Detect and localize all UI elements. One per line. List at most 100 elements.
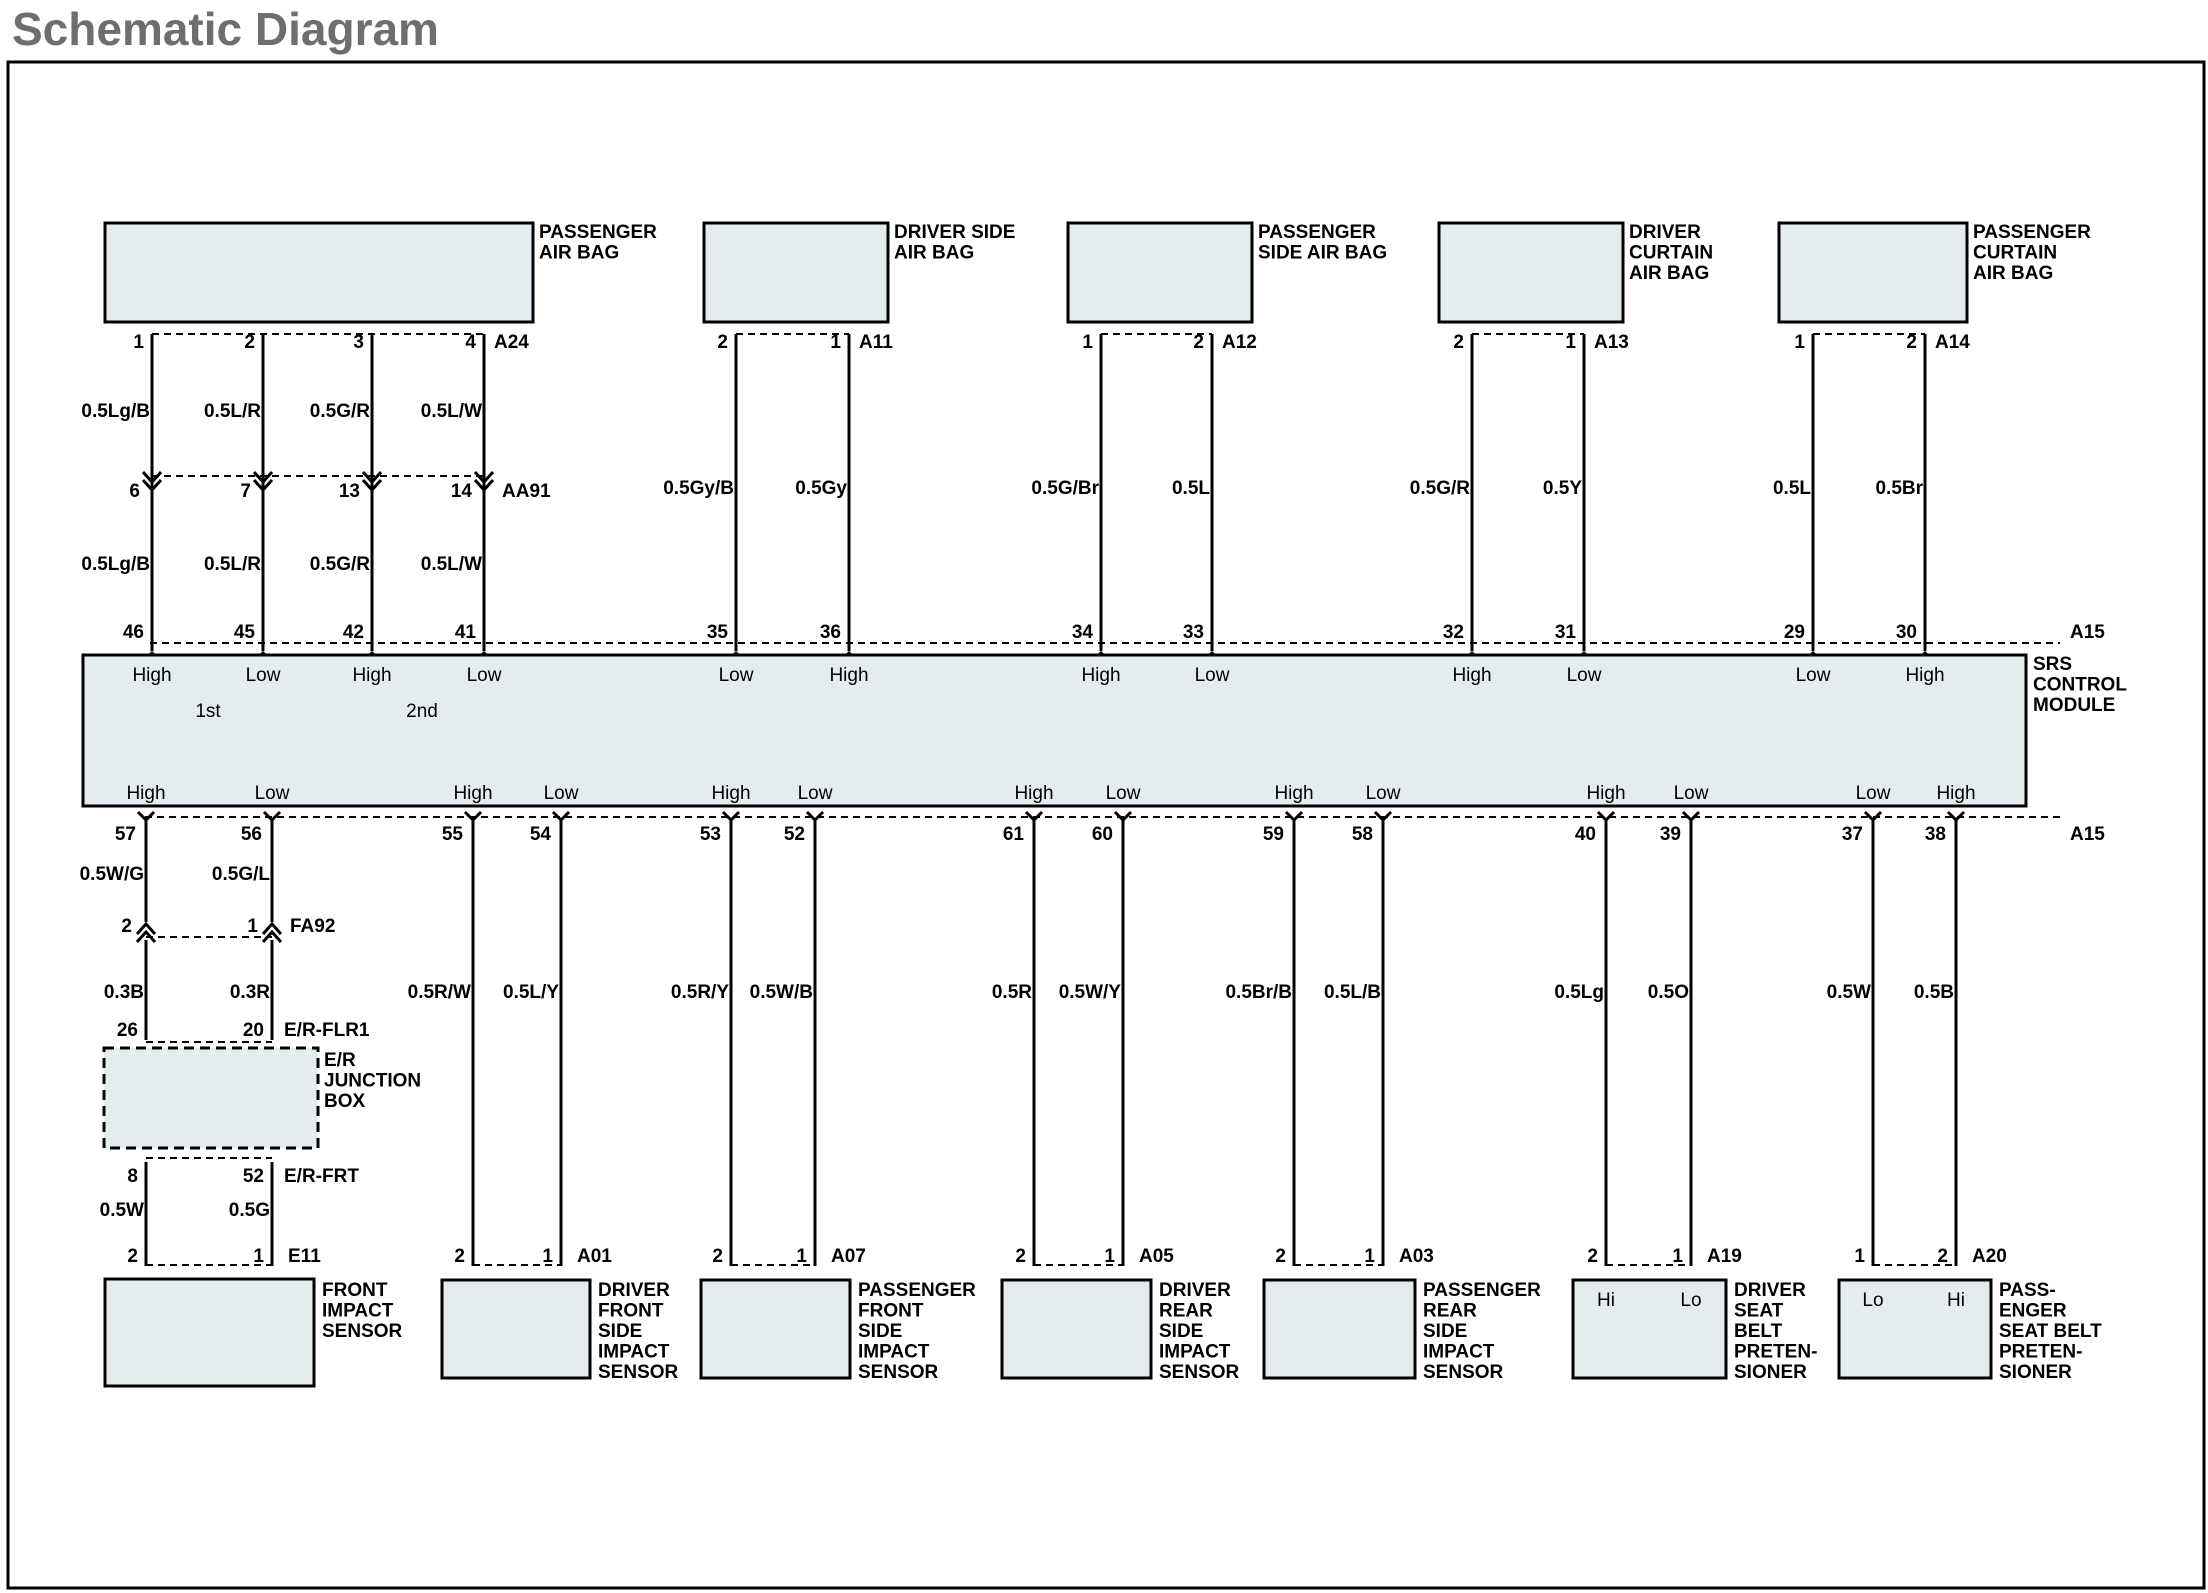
- pin-arrow: [551, 810, 571, 823]
- top-component-name: SIDE AIR BAG: [1258, 243, 1387, 264]
- srs-module-name: CONTROL: [2033, 675, 2127, 696]
- module-pin-number: 32: [1443, 622, 1464, 643]
- wire-color-label: 0.5G/Br: [1031, 478, 1099, 499]
- bottom-component-name: ENGER: [1999, 1301, 2067, 1322]
- module-pin-number: 40: [1575, 824, 1596, 845]
- bottom-component-name: SIDE: [1159, 1321, 1203, 1342]
- bottom-component-name: SIONER: [1999, 1362, 2072, 1383]
- inline-connector-chevron: [361, 478, 383, 493]
- module-pin-number: 30: [1896, 622, 1917, 643]
- connector-pin-number: 1: [1854, 1246, 1865, 1267]
- connector-pin-number: 1: [1565, 332, 1576, 353]
- wire-color-label: 0.5W/Y: [1059, 982, 1122, 1003]
- module-pin-level: High: [453, 783, 492, 804]
- inline-pin-number: 6: [129, 481, 140, 502]
- wire-color-label: 0.5G/R: [310, 401, 370, 422]
- top-component-name: DRIVER SIDE: [894, 222, 1015, 243]
- stage-label: 2nd: [406, 701, 438, 722]
- module-pin-level: High: [1936, 783, 1975, 804]
- module-pin-level: Low: [1195, 665, 1230, 686]
- module-pin-number: 45: [234, 622, 256, 643]
- inline-connector-id: FA92: [290, 916, 335, 937]
- bottom-component-name: BELT: [1734, 1321, 1783, 1342]
- pretensioner-terminal-label: Lo: [1680, 1290, 1701, 1311]
- top-component-name: CURTAIN: [1629, 243, 1713, 264]
- connector-pin-number: 2: [244, 332, 255, 353]
- module-pin-number: 46: [123, 622, 144, 643]
- connector-pin-number: 1: [1794, 332, 1805, 353]
- module-pin-level: High: [352, 665, 391, 686]
- module-pin-level: High: [1274, 783, 1313, 804]
- module-top-connector: A15: [2070, 622, 2105, 643]
- module-pin-level: High: [711, 783, 750, 804]
- connector-id: A20: [1972, 1246, 2007, 1267]
- inline-connector-chevron: [261, 921, 283, 936]
- wire-color-label: 0.5W/B: [750, 982, 813, 1003]
- connector-pin-number: 2: [712, 1246, 723, 1267]
- bottom-component-box: [1571, 1278, 1728, 1380]
- top-component-box: [702, 221, 890, 324]
- wire-color-label: 0.5R/Y: [671, 982, 729, 1003]
- connector-id: A19: [1707, 1246, 1742, 1267]
- module-pin-number: 37: [1842, 824, 1863, 845]
- bottom-component-name: SEAT BELT: [1999, 1321, 2102, 1342]
- components: [81, 221, 2028, 1388]
- junction-box-name: JUNCTION: [324, 1071, 421, 1092]
- bottom-component-name: SENSOR: [322, 1321, 403, 1342]
- bottom-component-name: PASS-: [1999, 1280, 2056, 1301]
- module-pin-level: High: [126, 783, 165, 804]
- bottom-component-box: [1837, 1278, 1993, 1380]
- module-pin-number: 33: [1183, 622, 1204, 643]
- bottom-component-name: REAR: [1159, 1301, 1213, 1322]
- inline-connector-chevron: [473, 478, 495, 493]
- wire-color-label: 0.5R: [992, 982, 1032, 1003]
- inline-connector-chevron: [135, 929, 157, 944]
- connector-pin-number: 1: [1104, 1246, 1115, 1267]
- wire-color-label: 0.5G: [229, 1200, 270, 1221]
- pin-arrow: [721, 810, 741, 823]
- wire-color-label: 0.5Lg/B: [81, 401, 150, 422]
- bottom-component-name: IMPACT: [598, 1342, 670, 1363]
- pin-arrow: [1681, 810, 1701, 823]
- wire-color-label: 0.5Lg/B: [81, 554, 150, 575]
- connector-pin-number: 2: [1193, 332, 1204, 353]
- top-component-name: AIR BAG: [894, 243, 974, 264]
- connector-pin-number: 2: [454, 1246, 465, 1267]
- wire-color-label: 0.5L/R: [204, 401, 261, 422]
- inline-pin-number: 2: [121, 916, 132, 937]
- module-pin-level: Low: [544, 783, 579, 804]
- connector-id: A03: [1399, 1246, 1434, 1267]
- module-pin-level: High: [829, 665, 868, 686]
- bottom-component-name: SENSOR: [598, 1362, 679, 1383]
- inline-pin-number: 7: [240, 481, 251, 502]
- connector-pin-number: 2: [1015, 1246, 1026, 1267]
- connector-id: A14: [1935, 332, 1970, 353]
- wire-color-label: 0.5B: [1914, 982, 1954, 1003]
- page-title: Schematic Diagram: [12, 3, 439, 55]
- wire-color-label: 0.5L: [1773, 478, 1811, 499]
- inline-pin-number: 13: [339, 481, 360, 502]
- connector-pin-number: 2: [127, 1246, 138, 1267]
- connector-pin-number: 1: [253, 1246, 264, 1267]
- module-pin-number: 57: [115, 824, 136, 845]
- module-pin-level: High: [1452, 665, 1491, 686]
- inline-connector-chevron: [135, 921, 157, 936]
- wire-color-label: 0.5L/W: [421, 401, 482, 422]
- bottom-component-name: DRIVER: [1159, 1280, 1231, 1301]
- module-pin-number: 38: [1925, 824, 1946, 845]
- connector-id: A05: [1139, 1246, 1174, 1267]
- module-pin-level: High: [1586, 783, 1625, 804]
- bottom-component-name: SIDE: [1423, 1321, 1467, 1342]
- module-pin-number: 42: [343, 622, 364, 643]
- diagram-frame: [6, 60, 2206, 1590]
- wire-color-label: 0.5L/R: [204, 554, 261, 575]
- wire-color-label: 0.5G/R: [310, 554, 370, 575]
- top-component-box: [103, 221, 535, 324]
- module-pin-number: 39: [1660, 824, 1681, 845]
- bottom-component-name: SEAT: [1734, 1301, 1784, 1322]
- bottom-component-box: [1262, 1278, 1417, 1380]
- srs-module-name: SRS: [2033, 654, 2072, 675]
- wire-color-label: 0.5Br: [1875, 478, 1923, 499]
